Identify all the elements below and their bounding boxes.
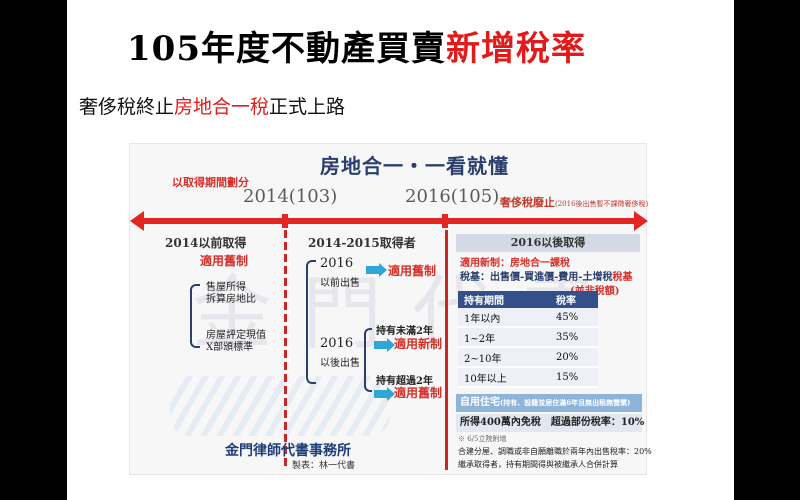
col2-old-rule: 適用舊制 <box>388 264 437 278</box>
col2-heading: 2014-2015取得者 <box>308 236 416 250</box>
table-cell: 1~2年 <box>458 327 550 348</box>
subtitle-pre: 奢侈稅終止 <box>79 96 175 118</box>
table-cell: 2~10年 <box>458 347 550 368</box>
col2-after-sale: 以後出售 <box>320 358 360 369</box>
table-row: 1年以內 45% <box>458 308 598 328</box>
timeline-line <box>140 218 635 224</box>
subtitle-post: 正式上路 <box>269 96 346 118</box>
self-home-note: (持有、設籍並居住滿6年且無出租無營業) <box>500 398 631 407</box>
slide: 105年度不動產買賣新增稅率 奢侈稅終止房地合一稅正式上路 金門代書 房地合一・… <box>67 0 734 500</box>
col2-old-rule2: 適用舊制 <box>394 386 443 400</box>
table-cell: 10年以上 <box>458 367 550 388</box>
col3-heading: 2016以後取得 <box>456 234 640 252</box>
divider-2014 <box>284 230 287 470</box>
title-accent: 新增稅率 <box>445 29 586 69</box>
luxury-end-note: 奢侈稅廢止(2016後出售暫不課徵奢侈稅) <box>500 194 648 210</box>
luxury-end-label: 奢侈稅廢止 <box>500 196 555 209</box>
title-main: 105年度不動產買賣 <box>127 29 446 69</box>
year-2014: 2014(103) <box>243 186 338 207</box>
arrow-icon <box>366 263 387 277</box>
infographic-title: 房地合一・一看就懂 <box>320 154 509 178</box>
infographic: 金門代書 房地合一・一看就懂 以取得期間劃分 2014(103) 2016(10… <box>129 143 652 475</box>
table-cell: 1年以內 <box>458 308 550 328</box>
col3-note1: ※ 6/5立院附增 <box>458 435 507 443</box>
table-cell: 15% <box>550 367 598 388</box>
col3-note2: 合建分屋、調職或非自願離職於兩年內出售稅率：20% <box>458 447 652 456</box>
rate-table-header-rate: 稅率 <box>550 291 598 308</box>
slide-title: 105年度不動產買賣新增稅率 <box>127 22 727 76</box>
col2-y2016-b: 2016 <box>320 336 354 351</box>
self-home-label: 自用住宅 <box>460 397 500 408</box>
timeline-arrow-left-icon <box>130 211 144 231</box>
col1-bracket <box>190 284 200 348</box>
rate-table-header-period: 持有期間 <box>458 291 550 308</box>
table-cell: 45% <box>550 308 598 328</box>
col2-sub-bracket <box>364 328 372 392</box>
col1-item1-line2: 拆算房地比 <box>206 294 256 305</box>
col2-before-sale: 以前出售 <box>320 278 360 289</box>
watermark-wave <box>170 376 390 436</box>
divider-2016 <box>445 230 448 470</box>
col2-over2: 持有超過2年 <box>376 376 433 387</box>
subtitle-red: 房地合一稅 <box>174 96 270 118</box>
self-home-box: 自用住宅(持有、設籍並居住滿6年且無出租無營業) <box>456 394 642 412</box>
col3-applies: 適用新制：房地合一課稅 <box>460 258 570 269</box>
col3-base-red: 稅基 <box>612 272 633 283</box>
slide-subtitle: 奢侈稅終止房地合一稅正式上路 <box>79 92 345 119</box>
col2-new-rule: 適用新制 <box>394 337 443 351</box>
col3-note3: 繼承取得者，持有期間得與被繼承人合併計算 <box>458 460 618 469</box>
exempt-box: 所得400萬內免稅 超過部份稅率：10% <box>456 414 644 432</box>
footer-firm: 金門律師代書事務所 <box>225 443 351 459</box>
col3-base-pre: 稅基：出售價-買進價-費用-土增稅 <box>460 272 613 283</box>
col2-y2016-a: 2016 <box>320 256 354 271</box>
table-cell: 20% <box>550 347 598 368</box>
arrow-icon <box>374 387 395 401</box>
col1-item2-line2: X部頒標準 <box>206 342 254 353</box>
luxury-end-small: (2016後出售暫不課徵奢侈稅) <box>555 200 649 208</box>
footer-maker: 製表：林一代書 <box>292 461 356 471</box>
col1-item1-line1: 售屋所得 <box>206 282 246 293</box>
rate-table: 持有期間 稅率 1年以內 45% 1~2年 35% 2~10年 20% <box>458 291 598 388</box>
col2-under2: 持有未滿2年 <box>376 326 433 337</box>
period-note: 以取得期間劃分 <box>172 176 249 189</box>
timeline-marker-2016 <box>442 214 448 228</box>
year-2016: 2016(105) <box>405 186 500 207</box>
col1-item2-line1: 房屋評定現值 <box>206 330 266 341</box>
col1-heading: 2014以前取得 <box>165 236 247 250</box>
rate-table-header: 持有期間 稅率 <box>458 291 598 308</box>
arrow-icon <box>374 338 395 352</box>
col1-rule: 適用舊制 <box>200 254 249 268</box>
timeline-marker-2014 <box>282 214 288 228</box>
col3-base: 稅基：出售價-買進價-費用-土增稅稅基 <box>460 268 632 283</box>
table-row: 10年以上 15% <box>458 367 598 388</box>
table-row: 2~10年 20% <box>458 347 598 368</box>
table-cell: 35% <box>550 327 598 348</box>
timeline-arrow-right-icon <box>634 211 648 231</box>
table-row: 1~2年 35% <box>458 327 598 348</box>
col2-bracket <box>306 260 316 384</box>
